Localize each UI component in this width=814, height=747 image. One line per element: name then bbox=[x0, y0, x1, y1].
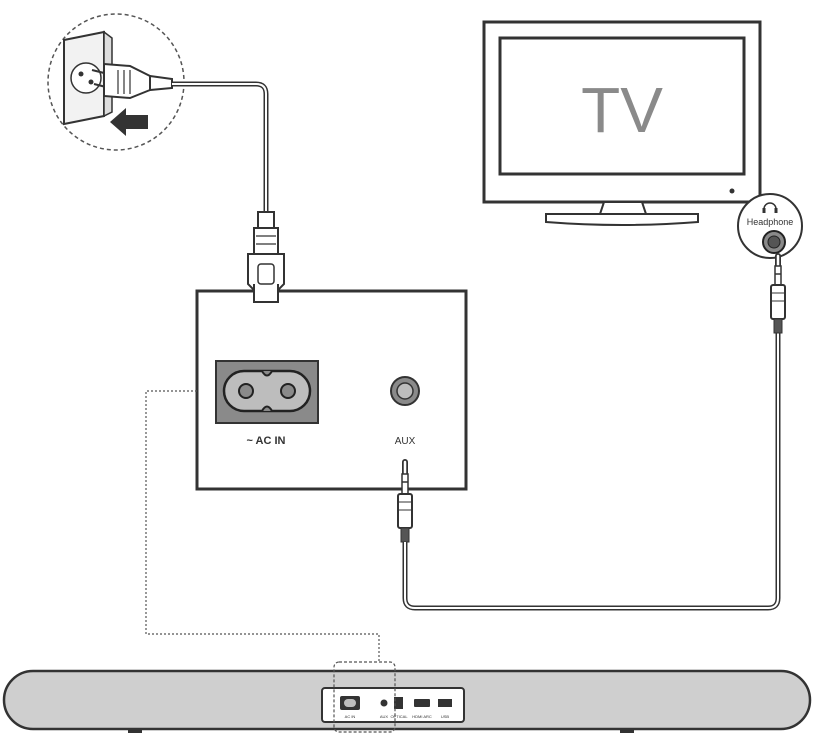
power-plug-icon bbox=[91, 62, 173, 100]
soundbar-aux-label: AUX bbox=[380, 714, 389, 719]
tv-stand bbox=[545, 213, 699, 226]
ac-in-socket bbox=[215, 360, 319, 424]
soundbar-usb-port bbox=[438, 699, 452, 707]
soundbar-optical-label: OPTICAL bbox=[390, 714, 408, 719]
wall-outlet-callout bbox=[47, 13, 185, 151]
aux-cable-plug-top bbox=[770, 253, 786, 334]
soundbar-zoom-region bbox=[333, 661, 396, 733]
soundbar-optical-port bbox=[394, 697, 403, 709]
soundbar-hdmi-port bbox=[414, 699, 430, 707]
headphone-callout bbox=[737, 193, 803, 259]
power-cord bbox=[172, 81, 269, 214]
tv-label: TV bbox=[581, 74, 663, 146]
zoom-leader-line bbox=[145, 390, 380, 662]
arrow-icon bbox=[110, 108, 148, 136]
tv-led bbox=[729, 188, 735, 194]
tv-neck bbox=[598, 201, 648, 215]
tv-screen bbox=[498, 36, 746, 176]
aux-cable-plug-bottom bbox=[397, 459, 413, 543]
aux-jack bbox=[390, 376, 420, 406]
soundbar-hdmi-label: HDMI ARC bbox=[412, 714, 432, 719]
soundbar-ac-port bbox=[340, 696, 360, 710]
aux-label: AUX bbox=[395, 436, 416, 447]
headphone-icon bbox=[762, 202, 778, 213]
soundbar-usb-label: USB bbox=[441, 714, 450, 719]
soundbar: AC IN AUX OPTICAL HDMI ARC USB bbox=[2, 661, 812, 733]
soundbar-ac-label: AC IN bbox=[345, 714, 356, 719]
headphone-label: Headphone bbox=[747, 217, 794, 227]
tv-illustration bbox=[482, 20, 762, 226]
ac-in-label: ~ AC IN bbox=[246, 435, 285, 447]
soundbar-aux-port bbox=[380, 699, 388, 707]
